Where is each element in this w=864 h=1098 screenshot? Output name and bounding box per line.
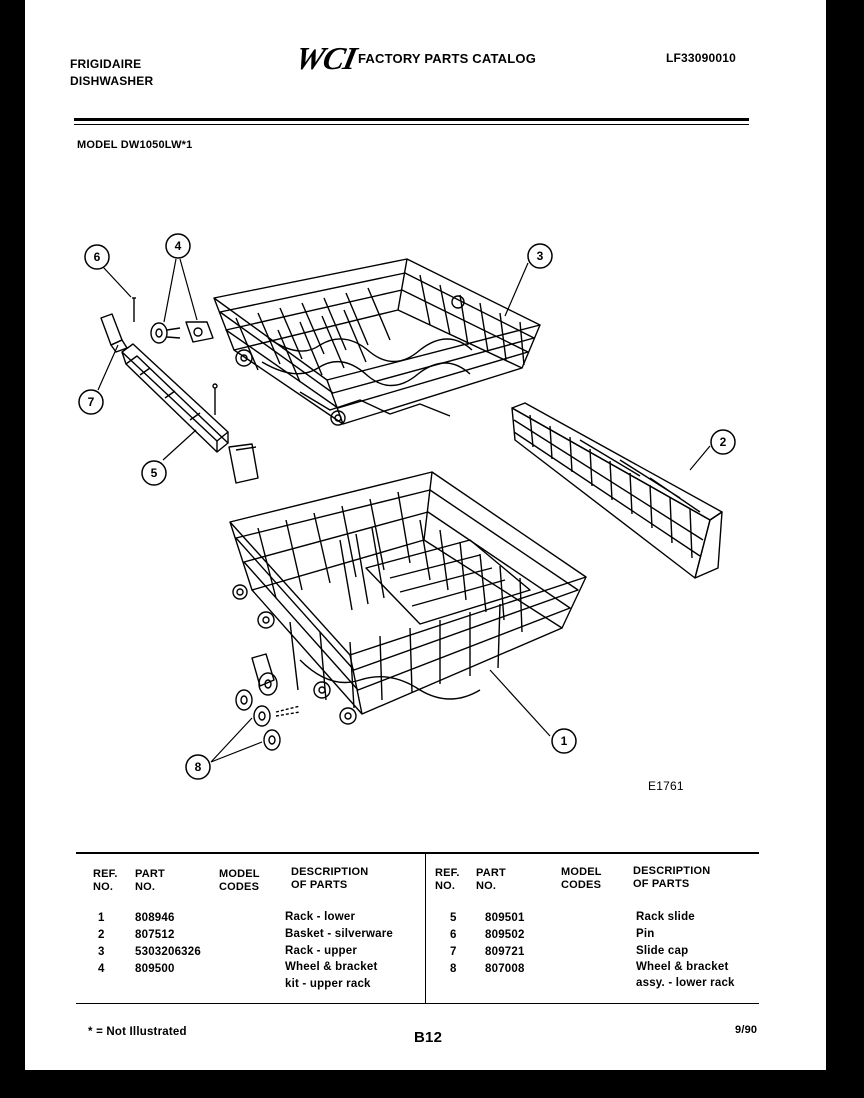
callout-number: 3 [537, 249, 544, 263]
col-header-model-codes: MODEL CODES [219, 868, 260, 894]
part-no: 809501 [485, 912, 525, 924]
ref-no: 1 [98, 912, 105, 924]
part-description: Basket - silverware [285, 928, 394, 940]
part-no: 808946 [135, 912, 175, 924]
header-rule [74, 118, 749, 121]
upper-rack-drawing [213, 258, 541, 426]
col-header-part: PART NO. [135, 868, 165, 894]
ref-no: 4 [98, 963, 105, 975]
lower-rack-drawing [229, 471, 587, 725]
part-no: 807008 [485, 963, 525, 975]
header-line: PART [476, 867, 506, 879]
header-line: MODEL [561, 866, 602, 878]
callout-circle [78, 389, 104, 415]
model-number: MODEL DW1050LW*1 [77, 139, 193, 151]
header-line: CODES [219, 881, 260, 893]
scan-border-right [826, 0, 864, 1098]
header-line: OF PARTS [291, 879, 348, 891]
not-illustrated-note: * = Not Illustrated [88, 1026, 187, 1038]
callout-leader-lines [97, 258, 711, 763]
header-line: DESCRIPTION [291, 866, 369, 878]
ref-no: 6 [450, 929, 457, 941]
table-bottom-rule [76, 1003, 759, 1004]
callout-circle [527, 243, 553, 269]
header-line: NO. [93, 881, 114, 893]
col-header-model-codes: MODEL CODES [561, 866, 602, 892]
header-line: REF. [435, 867, 460, 879]
callout-circle [84, 244, 110, 270]
callout-number: 8 [195, 760, 202, 774]
scan-border-bottom [0, 1070, 864, 1098]
figure-id: E1761 [648, 779, 684, 793]
col-header-description: DESCRIPTION OF PARTS [633, 865, 710, 891]
part-description-line2: kit - upper rack [285, 978, 371, 990]
part-description-line2: assy. - lower rack [636, 977, 735, 989]
part-description: Pin [636, 928, 655, 940]
callout-circle [185, 754, 211, 780]
callout-number: 5 [151, 466, 158, 480]
table-divider [425, 854, 426, 1004]
scan-border-left [0, 0, 25, 1098]
slide-cap-drawing [100, 313, 259, 484]
callout-number: 4 [175, 239, 182, 253]
part-description: Wheel & bracket [285, 961, 378, 973]
callout-number: 2 [720, 435, 727, 449]
callout-number: 7 [88, 395, 95, 409]
part-no: 809721 [485, 946, 525, 958]
table-top-rule [76, 852, 759, 854]
product-type: DISHWASHER [70, 74, 154, 88]
part-no: 5303206326 [135, 946, 201, 958]
revision-date: 9/90 [735, 1024, 758, 1036]
ref-no: 5 [450, 912, 457, 924]
part-no: 807512 [135, 929, 175, 941]
part-description: Rack slide [636, 911, 695, 923]
header-line: NO. [476, 880, 497, 892]
rack-slide-drawing [121, 343, 229, 453]
lower-wheel-assy-drawing [235, 653, 301, 751]
part-description: Rack - upper [285, 945, 358, 957]
callout-number: 1 [561, 734, 568, 748]
ref-no: 7 [450, 946, 457, 958]
callout-circle [141, 460, 167, 486]
header-line: REF. [93, 868, 118, 880]
part-no: 809500 [135, 963, 175, 975]
part-description: Rack - lower [285, 911, 356, 923]
col-header-ref: REF. NO. [435, 867, 460, 893]
part-no: 809502 [485, 929, 525, 941]
header-line: OF PARTS [633, 878, 690, 890]
brand-name: FRIGIDAIRE [70, 57, 142, 71]
page-number: B12 [414, 1029, 443, 1046]
callout-circle [710, 429, 736, 455]
callout-bubbles [78, 233, 736, 780]
col-header-description: DESCRIPTION OF PARTS [291, 866, 368, 892]
header-line: CODES [561, 879, 602, 891]
ref-no: 3 [98, 946, 105, 958]
ref-no: 8 [450, 963, 457, 975]
pin-drawing [132, 297, 136, 322]
col-header-ref: REF. NO. [93, 868, 118, 894]
catalog-number: LF33090010 [666, 51, 737, 65]
catalog-title: FACTORY PARTS CATALOG [358, 51, 537, 66]
header-line: DESCRIPTION [633, 865, 711, 877]
header-line: PART [135, 868, 165, 880]
upper-wheel-kit-drawing [150, 321, 214, 344]
silverware-basket-drawing [511, 402, 723, 579]
header-line: NO. [435, 880, 456, 892]
part-description: Wheel & bracket [636, 961, 729, 973]
header-rule-thin [74, 124, 749, 125]
ref-no: 2 [98, 929, 105, 941]
header-line: NO. [135, 881, 156, 893]
col-header-part: PART NO. [476, 867, 506, 893]
part-description: Slide cap [636, 945, 689, 957]
callout-circle [551, 728, 577, 754]
callout-number: 6 [94, 250, 101, 264]
callout-circle [165, 233, 191, 259]
header-line: MODEL [219, 868, 260, 880]
